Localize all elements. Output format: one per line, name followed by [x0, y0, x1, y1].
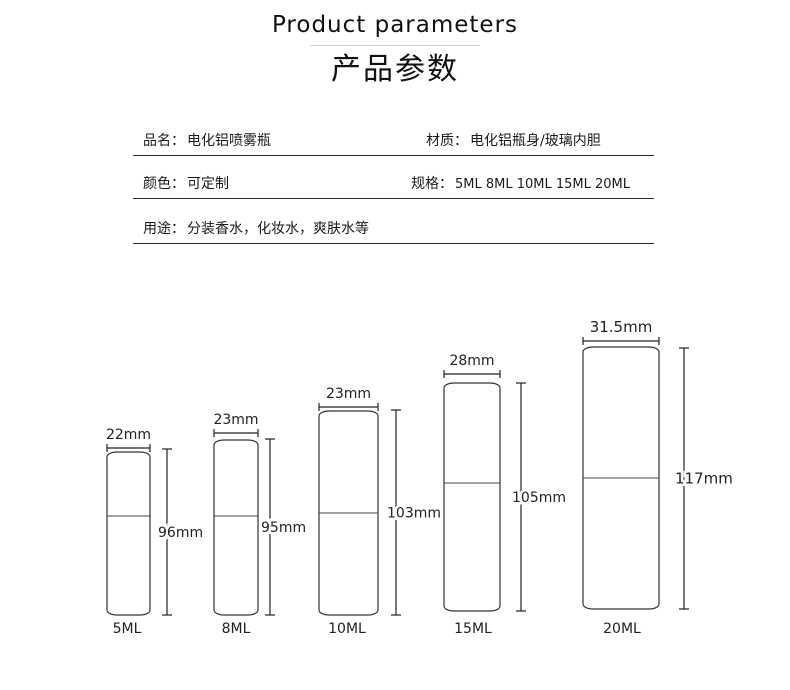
title-english: Product parameters [271, 12, 519, 38]
bottle-name-2: 10ML [328, 621, 366, 637]
spec-color-label: 颜色： [143, 176, 185, 192]
height-label-4: 117mm [675, 470, 733, 488]
width-label-0: 22mm [106, 427, 151, 443]
width-label-2: 23mm [326, 386, 371, 402]
height-label-1: 95mm [261, 520, 306, 536]
bottle-outline-1 [213, 439, 259, 616]
bottle-name-4: 20ML [603, 621, 641, 637]
width-label-4: 31.5mm [590, 318, 653, 336]
spec-rule-2 [133, 198, 654, 199]
title-divider [310, 45, 480, 46]
spec-name: 品名：电化铝喷雾瓶 [143, 131, 271, 151]
spec-usage: 用途：分装香水，化妆水，爽肤水等 [143, 219, 369, 239]
bottle-name-1: 8ML [222, 621, 251, 637]
spec-usage-value: 分装香水，化妆水，爽肤水等 [187, 221, 369, 237]
height-label-0: 96mm [158, 525, 203, 541]
width-label-3: 28mm [449, 353, 494, 369]
title-chinese: 产品参数 [331, 52, 459, 87]
spec-name-label: 品名： [143, 133, 185, 149]
height-label-2: 103mm [387, 506, 441, 522]
spec-color-value: 可定制 [187, 176, 229, 192]
bottle-outline-3 [443, 382, 501, 612]
bottle-outline-0 [106, 451, 151, 616]
spec-usage-label: 用途： [143, 221, 185, 237]
bottle-name-3: 15ML [454, 621, 492, 637]
spec-material: 材质：电化铝瓶身/玻璃内胆 [426, 131, 601, 151]
spec-name-value: 电化铝喷雾瓶 [187, 133, 271, 149]
spec-size: 规格：5ML 8ML 10ML 15ML 20ML [411, 174, 630, 195]
spec-material-label: 材质： [426, 133, 468, 149]
spec-rule-3 [133, 243, 654, 244]
bottle-name-0: 5ML [113, 621, 142, 637]
spec-size-label: 规格： [411, 176, 453, 192]
spec-rule-1 [133, 155, 654, 156]
height-label-3: 105mm [512, 490, 566, 506]
width-label-1: 23mm [213, 412, 258, 428]
spec-material-value: 电化铝瓶身/玻璃内胆 [470, 133, 601, 149]
spec-color: 颜色：可定制 [143, 174, 229, 194]
spec-size-value: 5ML 8ML 10ML 15ML 20ML [455, 177, 630, 192]
